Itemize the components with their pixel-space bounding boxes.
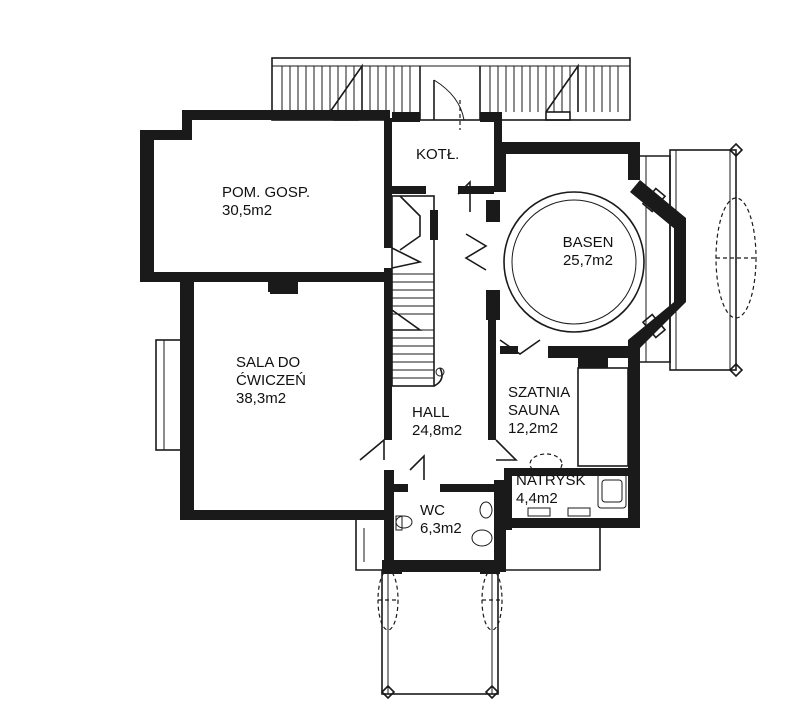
room-name: POM. GOSP. bbox=[222, 184, 311, 201]
room-label-hall: HALL 24,8m2 bbox=[412, 404, 462, 440]
room-area: 24,8m2 bbox=[412, 422, 463, 439]
room-label-wc: WC 6,3m2 bbox=[420, 502, 462, 538]
room-label-kotl: KOTŁ. bbox=[416, 146, 459, 164]
room-name: WC bbox=[420, 502, 445, 519]
room-name: NATRYSK bbox=[516, 472, 586, 489]
room-name-line2: ĆWICZEŃ bbox=[236, 372, 306, 389]
room-area: 25,7m2 bbox=[562, 252, 614, 269]
interior-stairs bbox=[391, 195, 445, 387]
room-label-natrysk: NATRYSK 4,4m2 bbox=[516, 472, 585, 508]
windows bbox=[155, 111, 667, 451]
right-terrace bbox=[640, 142, 757, 378]
room-label-sala: SALA DO ĆWICZEŃ 38,3m2 bbox=[236, 354, 306, 408]
room-name-line2: SAUNA bbox=[508, 402, 560, 419]
pool bbox=[503, 191, 645, 333]
room-area: 6,3m2 bbox=[420, 520, 462, 537]
room-area: 38,3m2 bbox=[236, 390, 287, 407]
room-name-line1: SZATNIA bbox=[508, 384, 571, 401]
room-area: 30,5m2 bbox=[222, 202, 273, 219]
room-name: KOTŁ. bbox=[416, 146, 460, 163]
room-name: HALL bbox=[412, 404, 450, 421]
room-label-basen: BASEN 25,7m2 bbox=[548, 234, 628, 270]
room-label-szatnia: SZATNIA SAUNA 12,2m2 bbox=[508, 384, 570, 438]
room-area: 12,2m2 bbox=[508, 420, 559, 437]
entrance-porch bbox=[355, 520, 601, 700]
room-name-line1: SALA DO bbox=[236, 354, 301, 371]
room-area: 4,4m2 bbox=[516, 490, 558, 507]
doors bbox=[359, 79, 541, 480]
outer-walls bbox=[140, 110, 686, 572]
top-terrace bbox=[271, 57, 631, 121]
room-name: BASEN bbox=[562, 234, 614, 251]
fixtures bbox=[395, 367, 629, 547]
room-label-pom-gosp: POM. GOSP. 30,5m2 bbox=[222, 184, 310, 220]
